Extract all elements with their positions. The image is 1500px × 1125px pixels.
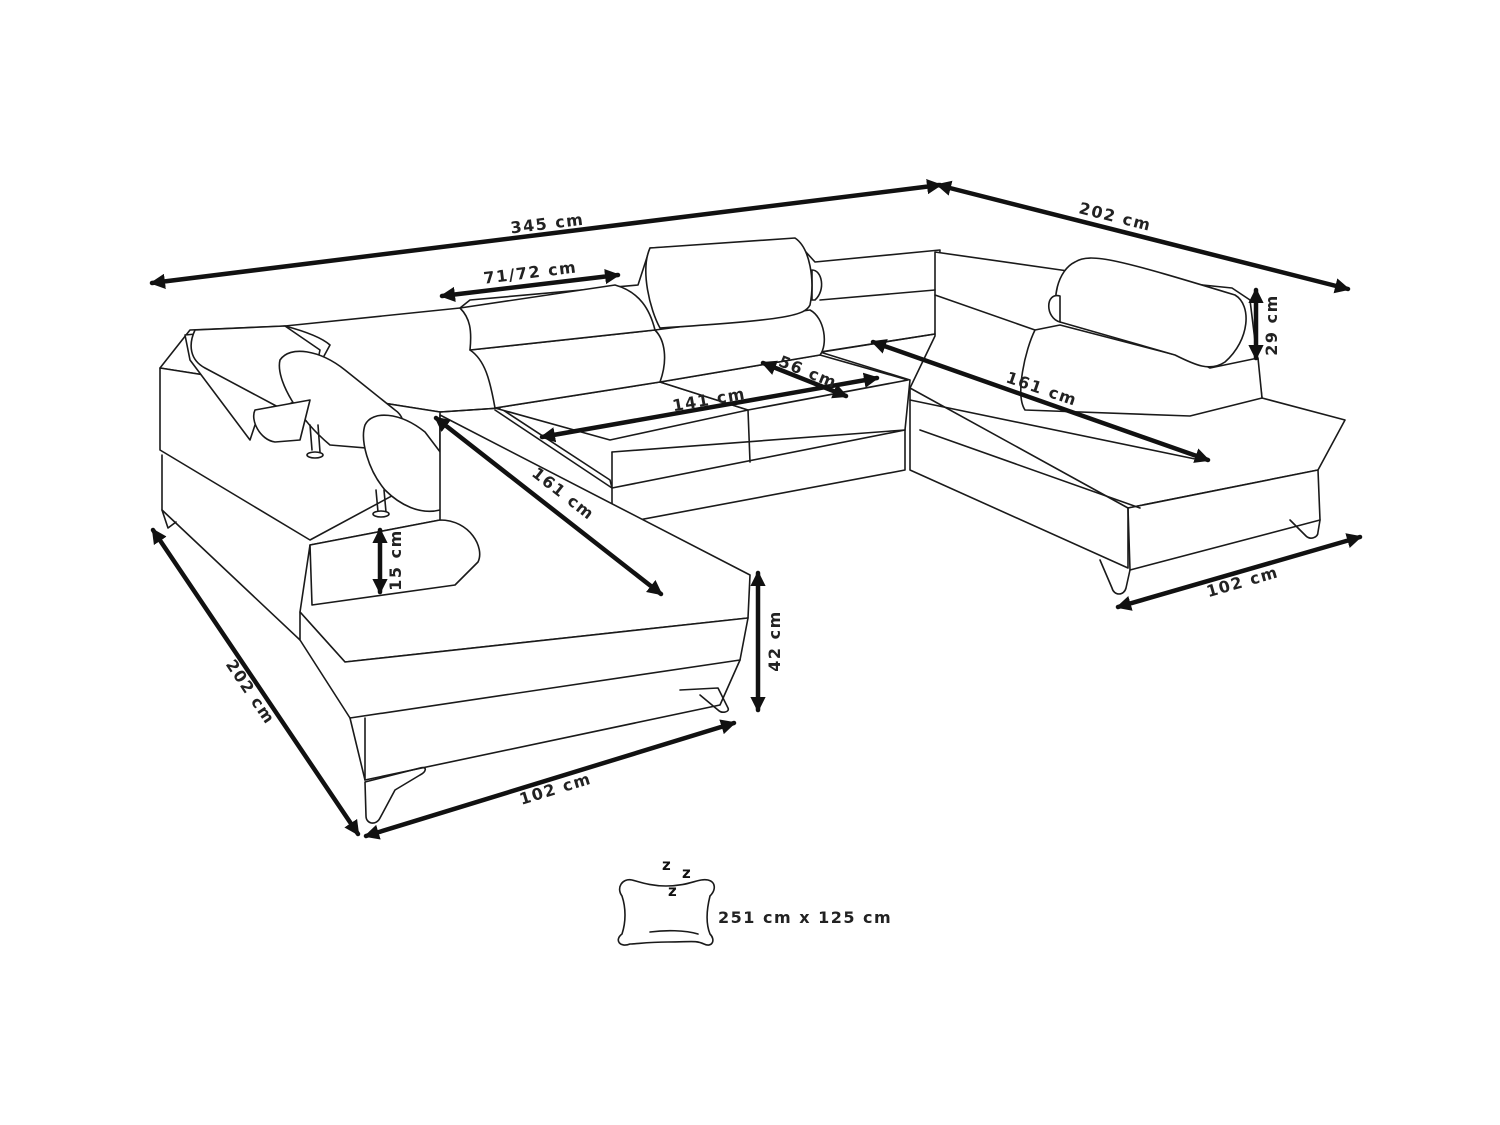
headrest-height-label: 29 cm [1262,294,1281,356]
sleeping-area-size-label: 251 cm x 125 cm [718,908,892,927]
middle-seat-depth-arrow [760,360,849,399]
right-depth-top-arrow [935,180,1351,294]
headrest-width-arrow [439,268,621,303]
left-chaise-width-arrow [363,719,737,840]
right-chaise-width-label: 102 cm [1204,562,1280,601]
left-depth-arrow [150,527,361,837]
sleep-z-3: z [668,882,677,900]
right-chaise-length-arrow [870,339,1211,463]
sleep-z-2: z [682,864,691,882]
left-chaise-length-arrow [433,415,664,597]
sofa-outline [159,237,1346,824]
sleep-z-1: z [662,856,671,874]
left-depth-label: 202 cm [222,656,279,728]
total-width-arrow [149,179,943,289]
pillow-sleep-icon: z z z [617,856,716,946]
dimension-arrows [149,179,1363,840]
seat-height-label: 42 cm [765,610,784,672]
left-chaise-width-label: 102 cm [517,769,593,809]
armrest-height-label: 15 cm [386,529,405,591]
right-chaise-width-arrow [1115,533,1363,611]
